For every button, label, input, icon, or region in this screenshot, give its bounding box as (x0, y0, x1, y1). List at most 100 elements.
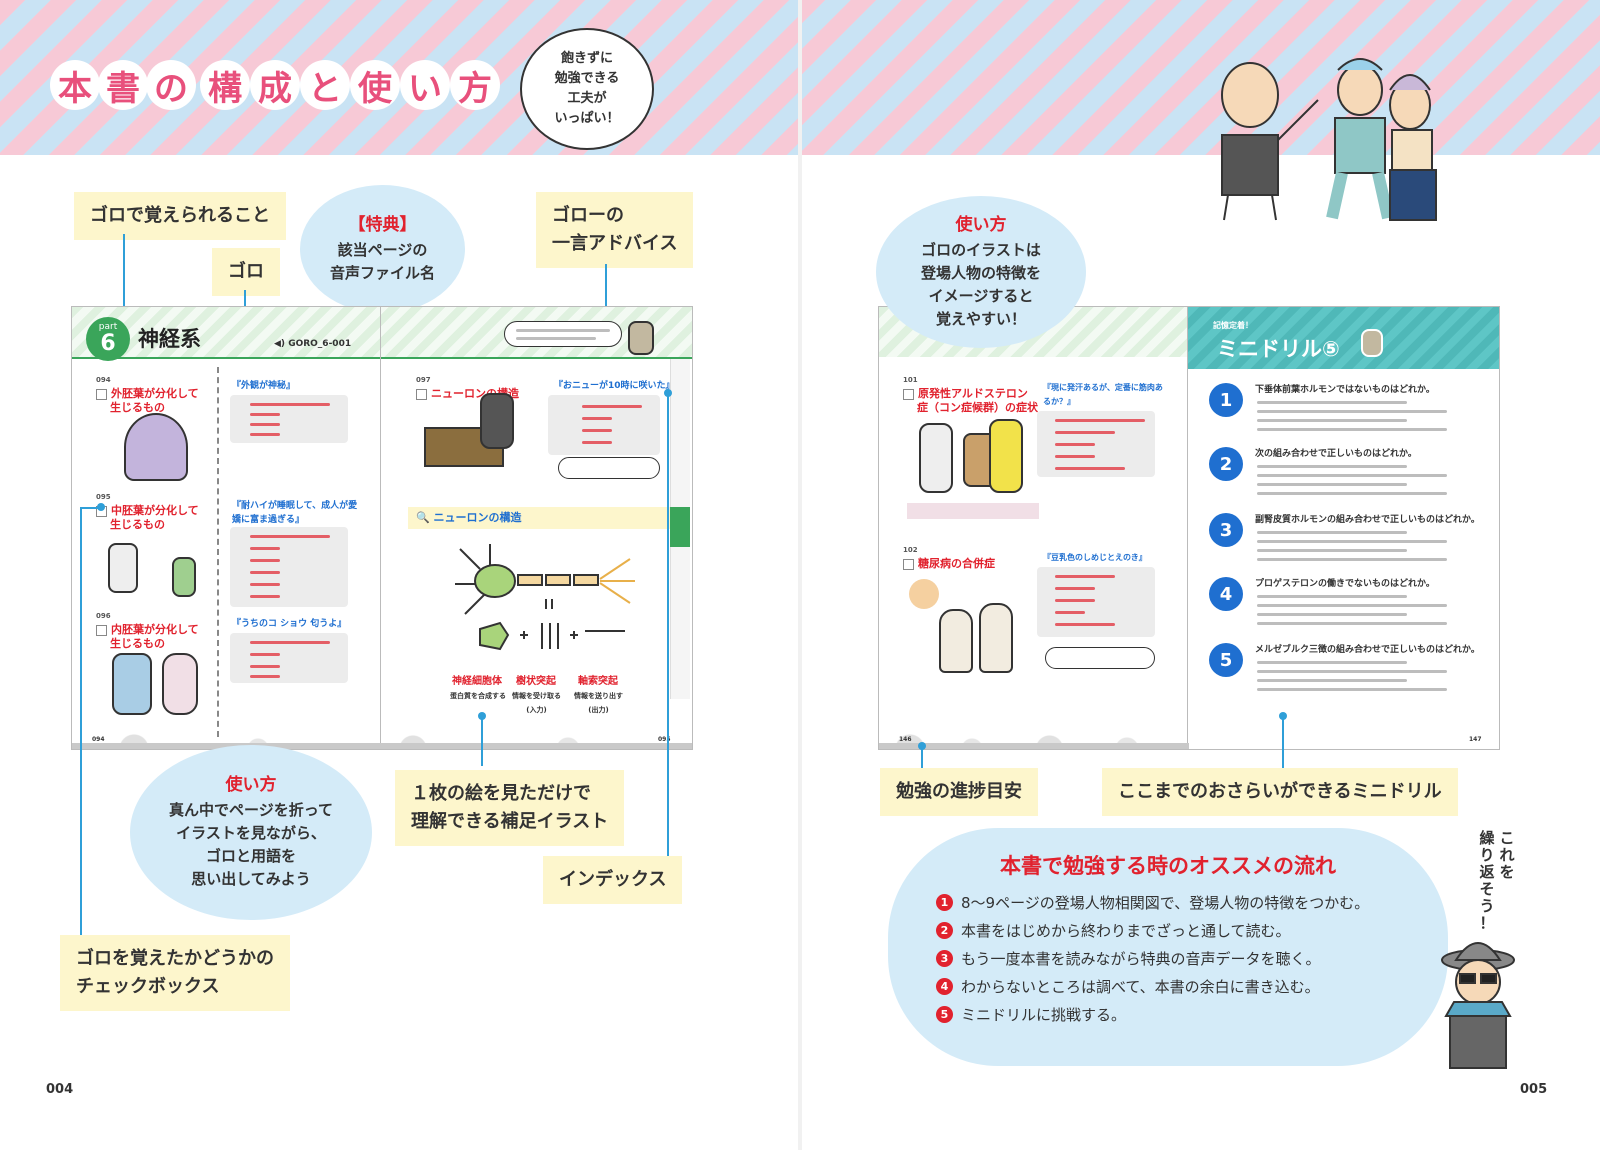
step-number: 3 (936, 950, 953, 967)
answer-choice (1257, 465, 1407, 468)
item-102: 102 糖尿病の合併症 (903, 546, 995, 570)
bubble-howto-right: 使い方 ゴロのイラストは 登場人物の特徴を イメージすると 覚えやすい！ (876, 196, 1086, 348)
advice-bubble (504, 321, 622, 347)
connector-line (667, 393, 669, 858)
item-101: 101 原発性アルドステロン 症（コン症候群）の症状 (903, 376, 1038, 414)
connector-line (80, 507, 100, 509)
sample-page-right: 101 原発性アルドステロン 症（コン症候群）の症状 『現に発汗あるが、定番に筋… (878, 306, 1500, 750)
part-badge: part 6 (86, 317, 130, 361)
connector-line (1282, 716, 1284, 768)
answer-choice (1257, 595, 1407, 598)
question-text: メルゼブルク三徴の組み合わせで正しいものはどれか。 (1255, 645, 1480, 655)
answer-choice (1257, 492, 1447, 495)
question-text: 副腎皮質ホルモンの組み合わせで正しいものはどれか。 (1255, 515, 1480, 525)
question-text: プロゲステロンの働きでないものはどれか。 (1255, 579, 1435, 589)
question-number: 4 (1209, 577, 1243, 611)
mushroom-illustration (979, 603, 1013, 673)
step-number: 5 (936, 1006, 953, 1023)
step-number: 4 (936, 978, 953, 995)
magnifier-icon: 🔍 (416, 511, 430, 524)
title-char: 方 (450, 60, 500, 110)
characters-illustration (1221, 58, 1437, 221)
label-advice: ゴローの 一言アドバイス (536, 192, 694, 268)
index-tab-active[interactable] (670, 507, 690, 547)
answer-choice (1257, 401, 1407, 404)
title-char: 書 (98, 60, 148, 110)
man-illustration (989, 419, 1023, 493)
answer-choice (1257, 604, 1447, 607)
answer-choice (1257, 483, 1407, 486)
answer-choice (1257, 549, 1407, 552)
title-char: 構 (200, 60, 250, 110)
checkbox[interactable] (903, 388, 914, 400)
answer-choice (1257, 474, 1447, 477)
title-char: 本 (50, 60, 100, 110)
label-goro-content: ゴロで覚えられること (74, 192, 286, 240)
answer-choice (1257, 688, 1447, 691)
checkbox[interactable] (96, 624, 107, 636)
step-text: ミニドリルに挑戦する。 (961, 1006, 1127, 1024)
connector-line (481, 716, 483, 766)
goro-character (1361, 329, 1383, 357)
bubble-tokuten: 【特典】 該当ページの 音声ファイル名 (300, 185, 465, 313)
step-text: わからないところは調べて、本書の余白に書き込む。 (961, 978, 1320, 996)
cow-illustration (108, 543, 138, 593)
sample-page-left: part 6 神経系 ◀) GORO_6-001 094 外胚葉が分化して 生じ… (71, 306, 693, 750)
connector-dot (97, 503, 105, 511)
connector-line (80, 507, 82, 939)
answer-choice (1257, 661, 1407, 664)
speaker-icon: ◀) (274, 339, 286, 349)
title-char: の (146, 60, 196, 110)
flow-step: 5 ミニドリルに挑戦する。 (936, 1004, 1126, 1025)
step-text: もう一度本書を読みながら特典の音声データを聴く。 (961, 950, 1321, 968)
goro-character (628, 321, 654, 355)
question-text: 下垂体前葉ホルモンではないものはどれか。 (1255, 385, 1435, 395)
flow-step: 3 もう一度本書を読みながら特典の音声データを聴く。 (936, 948, 1321, 969)
checkbox[interactable] (416, 388, 427, 400)
part-title: 神経系 (138, 327, 201, 351)
connector-line (921, 746, 923, 768)
step-text: 8～9ページの登場人物相関図で、登場人物の特徴をつかむ。 (961, 894, 1370, 912)
rabbit-illustration (162, 653, 198, 715)
intro-speech-bubble: 飽きずに 勉強できる 工夫が いっぱい！ (520, 28, 654, 150)
boy-illustration (172, 557, 196, 597)
answer-choice (1257, 613, 1407, 616)
question-number: 1 (1209, 383, 1243, 417)
checkbox[interactable] (903, 558, 914, 570)
soymilk-illustration (909, 579, 939, 609)
answer-choice (1257, 622, 1447, 625)
answer-choice (1257, 428, 1447, 431)
repeat-text: 繰 り 返 そ う ！ (1479, 829, 1495, 932)
pharmacist-illustration (919, 423, 953, 493)
label-index: インデックス (543, 856, 683, 904)
question-number: 2 (1209, 447, 1243, 481)
answer-choice (1257, 558, 1447, 561)
label-goro: ゴロ (212, 248, 280, 296)
goro-character-illustration (1441, 942, 1515, 1069)
answer-choice (1257, 410, 1447, 413)
drill-header (1188, 307, 1499, 369)
answer-choice (1257, 670, 1447, 673)
answer-choice (1257, 531, 1407, 534)
page-number-left: 004 (46, 1082, 74, 1097)
question-number: 3 (1209, 513, 1243, 547)
question-number: 5 (1209, 643, 1243, 677)
item-095: 095 中胚葉が分化して 生じるもの (96, 493, 199, 531)
label-checkbox: ゴロを覚えたかどうかの チェックボックス (60, 935, 290, 1011)
neuron-illustration (455, 544, 635, 651)
page-gutter (798, 0, 802, 1150)
title-char: 成 (250, 60, 300, 110)
drill-title: ミニドリル⑤ (1217, 337, 1340, 361)
header-stripes-right (800, 0, 1600, 155)
checkbox[interactable] (96, 388, 107, 400)
title-char: と (300, 60, 350, 110)
maid-illustration (480, 393, 514, 449)
step-number: 2 (936, 922, 953, 939)
answer-choice (1257, 679, 1407, 682)
bubble-howto-left: 使い方 真ん中でページを折って イラストを見ながら、 ゴロと用語を 思い出してみ… (130, 745, 372, 920)
flow-title: 本書で勉強する時のオススメの流れ (1000, 854, 1336, 878)
answer-choice (1257, 419, 1407, 422)
